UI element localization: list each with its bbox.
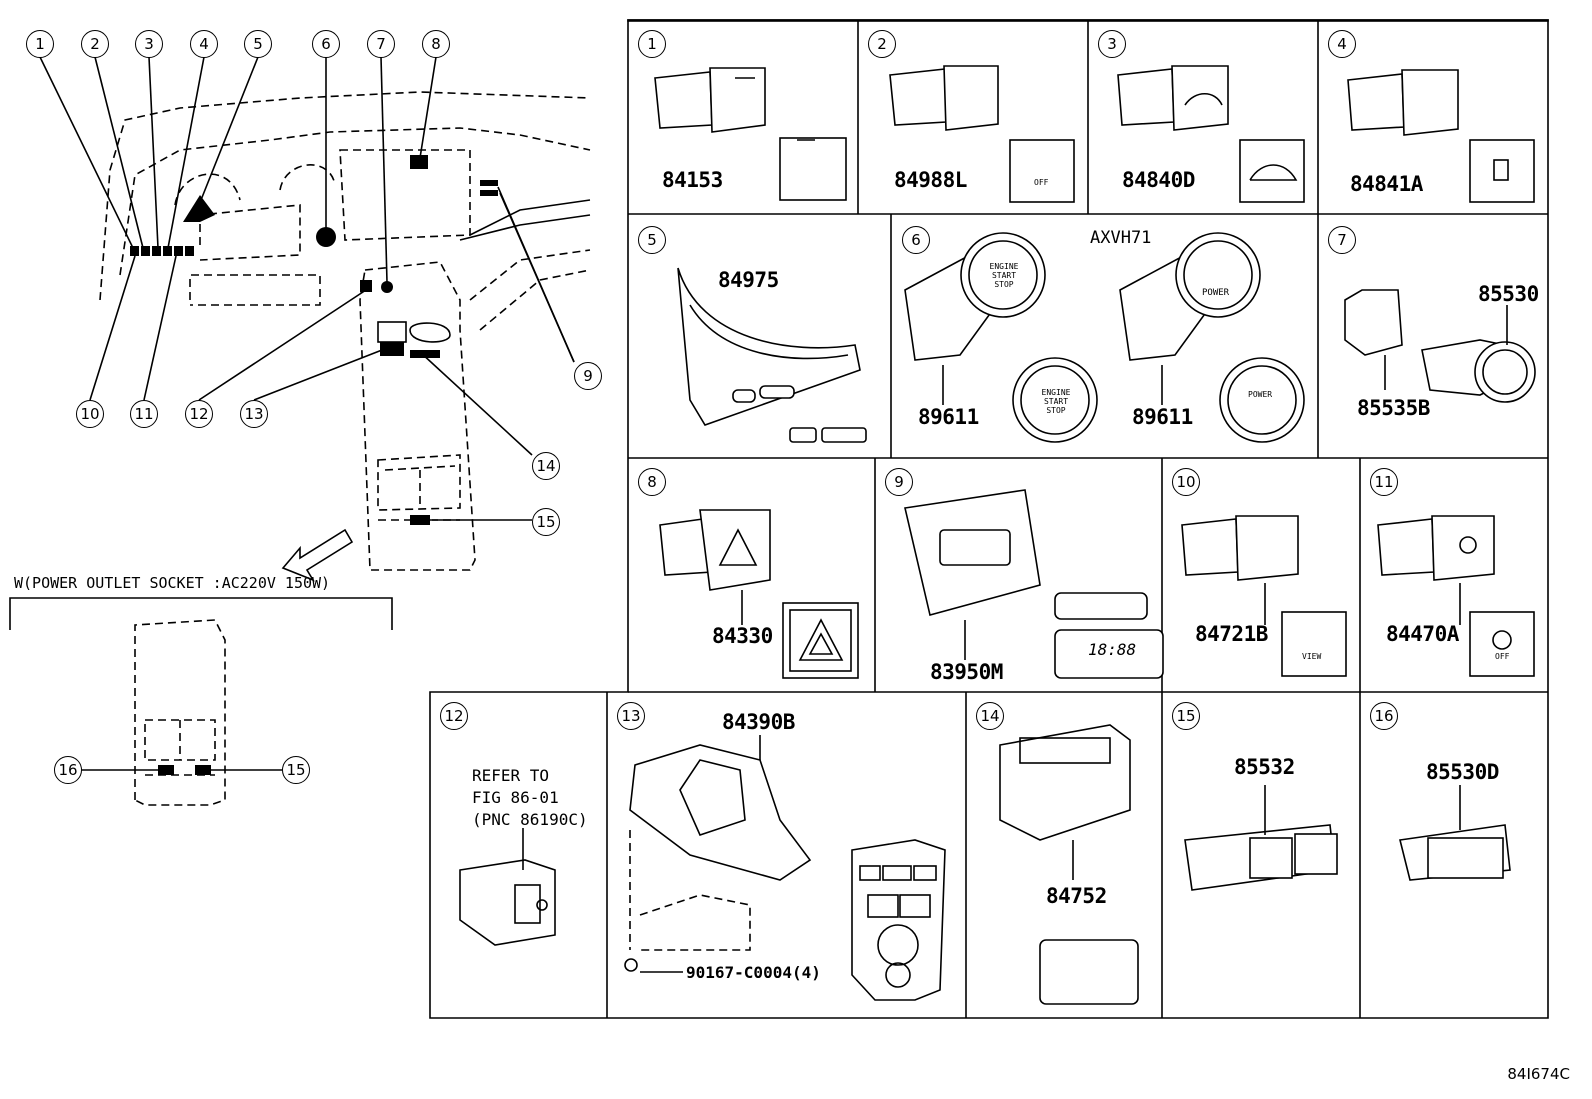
cell-number-3: 3 — [1098, 30, 1126, 58]
cell-number-12: 12 — [440, 702, 468, 730]
power-outlet-title: W(POWER OUTLET SOCKET :AC220V 150W) — [14, 574, 331, 592]
power-label-small: POWER — [1248, 390, 1273, 399]
part-number-90167: 90167-C0004(4) — [686, 963, 821, 982]
refer-line-1: REFER TO — [472, 766, 550, 785]
view-label-10: VIEW — [1302, 652, 1322, 661]
part-number-85530: 85530 — [1478, 282, 1539, 306]
part-number-89611-engine: 89611 — [918, 405, 979, 429]
callout-9: 9 — [574, 362, 602, 390]
cell-number-7: 7 — [1328, 226, 1356, 254]
cell-number-14: 14 — [976, 702, 1004, 730]
engine-start-label: ENGINE START STOP — [989, 262, 1019, 289]
part-number-85532: 85532 — [1234, 755, 1295, 779]
callout-6: 6 — [312, 30, 340, 58]
engine-start-label-small: ENGINE START STOP — [1041, 388, 1071, 415]
cell-number-8: 8 — [638, 468, 666, 496]
part-number-85535B: 85535B — [1357, 396, 1430, 420]
cell-number-16: 16 — [1370, 702, 1398, 730]
refer-line-3: (PNC 86190C) — [472, 810, 588, 829]
cell-number-13: 13 — [617, 702, 645, 730]
cell-number-9: 9 — [885, 468, 913, 496]
figure-id: 84I674C — [1507, 1065, 1570, 1083]
part-number-89611-power: 89611 — [1132, 405, 1193, 429]
cell-number-6: 6 — [902, 226, 930, 254]
cell-number-2: 2 — [868, 30, 896, 58]
callout-1: 1 — [26, 30, 54, 58]
part-number-84988L: 84988L — [894, 168, 967, 192]
part-number-84390B: 84390B — [722, 710, 795, 734]
cell-number-1: 1 — [638, 30, 666, 58]
clock-display: 18:88 — [1088, 640, 1137, 659]
part-number-83950M: 83950M — [930, 660, 1003, 684]
callout-5: 5 — [244, 30, 272, 58]
callout-15: 15 — [532, 508, 560, 536]
callout-outlet-16: 16 — [54, 756, 82, 784]
power-label: POWER — [1202, 288, 1230, 298]
callout-4: 4 — [190, 30, 218, 58]
callout-10: 10 — [76, 400, 104, 428]
part-number-84330: 84330 — [712, 624, 773, 648]
part-number-85530D: 85530D — [1426, 760, 1499, 784]
cell-number-5: 5 — [638, 226, 666, 254]
callout-3: 3 — [135, 30, 163, 58]
cell-number-15: 15 — [1172, 702, 1200, 730]
off-label-2: OFF — [1034, 178, 1049, 187]
part-number-84975: 84975 — [718, 268, 779, 292]
cell-number-10: 10 — [1172, 468, 1200, 496]
callout-14: 14 — [532, 452, 560, 480]
cell-number-4: 4 — [1328, 30, 1356, 58]
cell-number-11: 11 — [1370, 468, 1398, 496]
callout-12: 12 — [185, 400, 213, 428]
callout-2: 2 — [81, 30, 109, 58]
callout-outlet-15: 15 — [282, 756, 310, 784]
refer-line-2: FIG 86-01 — [472, 788, 559, 807]
part-number-84721B: 84721B — [1195, 622, 1268, 646]
part-number-84752: 84752 — [1046, 884, 1107, 908]
callout-11: 11 — [130, 400, 158, 428]
part-number-84840D: 84840D — [1122, 168, 1195, 192]
callout-8: 8 — [422, 30, 450, 58]
part-number-84470A: 84470A — [1386, 622, 1459, 646]
callout-7: 7 — [367, 30, 395, 58]
part-number-84153: 84153 — [662, 168, 723, 192]
part-number-84841A: 84841A — [1350, 172, 1423, 196]
model-note-axvh71: AXVH71 — [1090, 228, 1152, 248]
off-label-11: OFF — [1495, 652, 1510, 661]
callout-13: 13 — [240, 400, 268, 428]
